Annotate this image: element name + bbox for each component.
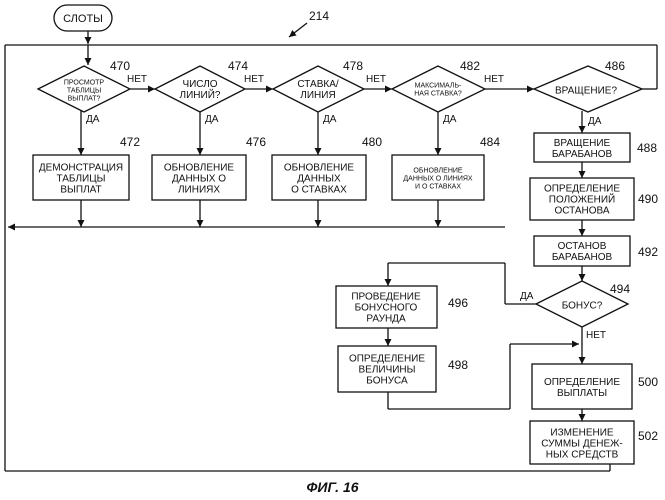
ref-470: 470 — [110, 59, 130, 73]
label-474: ЧИСЛОЛИНИЙ? — [180, 79, 221, 101]
figure-ref-pointer — [289, 23, 307, 37]
label-492-line: БАРАБАНОВ — [552, 252, 613, 263]
label-494: БОНУС? — [562, 301, 603, 312]
branch-478-no: НЕТ — [366, 74, 386, 85]
label-476-line: ОБНОВЛЕНИЕ — [164, 163, 235, 174]
ref-472: 472 — [120, 135, 140, 149]
label-474-line: ЧИСЛО — [182, 79, 217, 90]
label-476-line: ЛИНИЯХ — [178, 185, 220, 196]
label-480-line: ОБНОВЛЕНИЕ — [284, 163, 355, 174]
label-470-line: ПРОСМОТР — [64, 80, 105, 87]
label-470-line: ТАБЛИЦЫ — [67, 88, 101, 95]
label-470: ПРОСМОТРТАБЛИЦЫВЫПЛАТ? — [64, 80, 105, 103]
label-484-line: ОБНОВЛЕНИЕ — [413, 168, 462, 175]
label-498-line: ВЕЛИЧИНЫ — [358, 365, 415, 376]
branch-474-no: НЕТ — [244, 74, 264, 85]
label-492-line: ОСТАНОВ — [558, 241, 607, 252]
ref-500: 500 — [638, 375, 658, 389]
label-490-line: ОСТАНОВА — [554, 206, 609, 217]
figure-ref: 214 — [309, 9, 329, 23]
ref-484: 484 — [480, 135, 500, 149]
label-486-line: ВРАЩЕНИЕ? — [555, 86, 617, 97]
label-488: ВРАЩЕНИЕБАРАБАНОВ — [552, 138, 613, 160]
ref-486: 486 — [605, 59, 625, 73]
start-node: СЛОТЫ — [54, 5, 112, 31]
branch-486-yes: ДА — [588, 116, 602, 127]
label-492: ОСТАНОВБАРАБАНОВ — [552, 241, 613, 263]
label-472-line: ТАБЛИЦЫ — [56, 174, 105, 185]
label-496-line: ПРОВЕДЕНИЕ — [351, 292, 421, 303]
ref-488: 488 — [637, 141, 657, 155]
branch-478-yes: ДА — [323, 114, 337, 125]
label-498-line: БОНУСА — [366, 376, 408, 387]
label-482-line: МАКСИМАЛЬ- — [415, 83, 462, 90]
ref-498: 498 — [448, 358, 468, 372]
ref-482: 482 — [460, 59, 480, 73]
ref-476: 476 — [246, 135, 266, 149]
label-496-line: БОНУСНОГО — [355, 303, 418, 314]
label-502-line: НЫХ СРЕДСТВ — [546, 450, 619, 461]
label-480-line: О СТАВКАХ — [291, 185, 347, 196]
ref-496: 496 — [448, 296, 468, 310]
branch-470-yes: ДА — [86, 114, 100, 125]
branch-482-yes: ДА — [443, 114, 457, 125]
label-488-line: БАРАБАНОВ — [552, 149, 613, 160]
label-490-line: ОПРЕДЕЛЕНИЕ — [544, 184, 620, 195]
label-502-line: СУММЫ ДЕНЕЖ- — [541, 439, 622, 450]
label-478: СТАВКА/ЛИНИЯ — [297, 79, 339, 101]
label-472-line: ВЫПЛАТ — [60, 185, 101, 196]
branch-482-no: НЕТ — [484, 74, 504, 85]
label-496-line: РАУНДА — [366, 314, 406, 325]
branch-494-no: НЕТ — [586, 330, 606, 341]
label-478-line: ЛИНИЯ — [300, 90, 335, 101]
label-502-line: ИЗМЕНЕНИЕ — [550, 428, 614, 439]
label-472-line: ДЕМОНСТРАЦИЯ — [39, 163, 123, 174]
label-502: ИЗМЕНЕНИЕСУММЫ ДЕНЕЖ-НЫХ СРЕДСТВ — [541, 428, 622, 461]
label-490-line: ПОЛОЖЕНИЙ — [549, 193, 615, 206]
label-478-line: СТАВКА/ — [297, 79, 339, 90]
label-476-line: ДАННЫХ О — [172, 174, 226, 185]
label-484-line: И О СТАВКАХ — [415, 184, 461, 191]
ref-502: 502 — [638, 429, 658, 443]
branch-474-yes: ДА — [205, 114, 219, 125]
branch-470-no: НЕТ — [127, 74, 147, 85]
label-494-line: БОНУС? — [562, 301, 603, 312]
ref-492: 492 — [638, 245, 658, 259]
label-480-line: ДАННЫХ — [297, 174, 341, 185]
label-500-line: ВЫПЛАТЫ — [557, 388, 607, 399]
label-498-line: ОПРЕДЕЛЕНИЕ — [349, 354, 425, 365]
label-482-line: НАЯ СТАВКА? — [414, 91, 462, 98]
ref-474: 474 — [228, 59, 248, 73]
label-484-line: ДАННЫХ О ЛИНИЯХ — [403, 176, 472, 183]
label-474-line: ЛИНИЙ? — [180, 88, 221, 101]
label-488-line: ВРАЩЕНИЕ — [554, 138, 611, 149]
ref-478: 478 — [343, 59, 363, 73]
start-label: СЛОТЫ — [63, 13, 103, 25]
nodes — [33, 66, 642, 464]
label-500-line: ОПРЕДЕЛЕНИЕ — [544, 377, 620, 388]
label-490: ОПРЕДЕЛЕНИЕПОЛОЖЕНИЙОСТАНОВА — [544, 184, 620, 217]
branch-494-yes: ДА — [520, 291, 534, 302]
ref-494: 494 — [610, 282, 630, 296]
label-486: ВРАЩЕНИЕ? — [555, 86, 617, 97]
label-482: МАКСИМАЛЬ-НАЯ СТАВКА? — [414, 83, 462, 98]
figure-caption: ФИГ. 16 — [0, 479, 665, 495]
ref-480: 480 — [362, 135, 382, 149]
ref-490: 490 — [638, 192, 658, 206]
label-470-line: ВЫПЛАТ? — [68, 96, 101, 103]
